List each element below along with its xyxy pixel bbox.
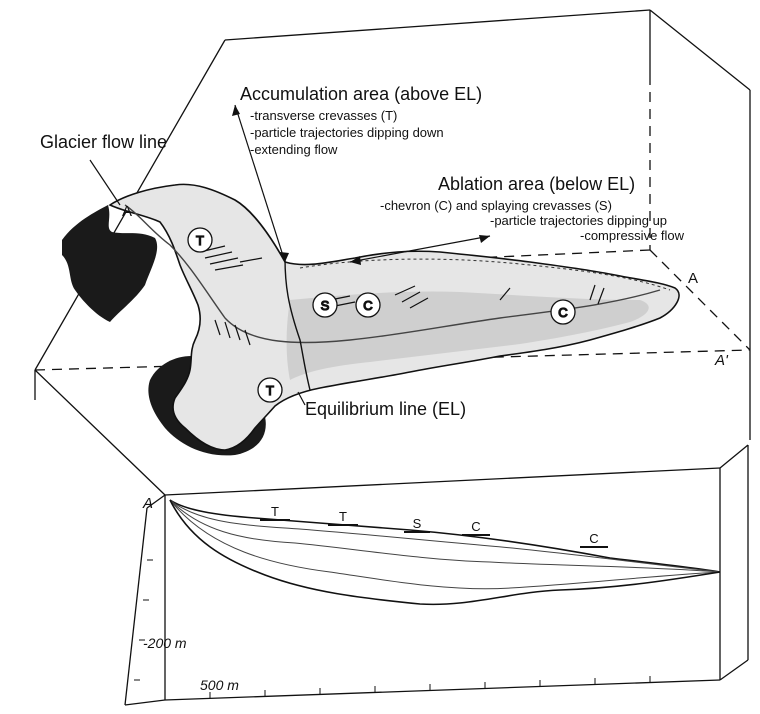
accumulation-title: Accumulation area (above EL) <box>240 84 482 104</box>
ablation-item: -particle trajectories dipping up <box>490 213 667 228</box>
equilibrium-label: Equilibrium line (EL) <box>305 399 466 419</box>
point-a-upper: A <box>122 203 132 220</box>
section-marker-t2: T <box>328 509 358 525</box>
ablation-title: Ablation area (below EL) <box>438 174 635 194</box>
equilibrium-leader <box>298 392 305 405</box>
marker-t-upper: T <box>188 228 212 252</box>
marker-t-lower: T <box>258 378 282 402</box>
svg-text:T: T <box>339 509 347 524</box>
ice-surface-line <box>170 500 720 572</box>
ablation-arrowhead-right <box>479 235 490 243</box>
section-bed <box>170 500 720 604</box>
svg-text:S: S <box>321 298 330 313</box>
section-marker-t1: T <box>260 504 290 520</box>
ablation-item: -chevron (C) and splaying crevasses (S) <box>380 198 612 213</box>
svg-text:T: T <box>271 504 279 519</box>
marker-c-middle: C <box>356 293 380 317</box>
svg-text:C: C <box>471 519 480 534</box>
point-a-right: A <box>688 270 698 287</box>
accumulation-item: -transverse crevasses (T) <box>250 108 397 123</box>
flow-line-label: Glacier flow line <box>40 132 167 152</box>
dark-terrain-north <box>62 205 157 322</box>
svg-text:C: C <box>558 305 567 320</box>
section-marker-c1: C <box>462 519 490 535</box>
flow-line-leader <box>90 160 120 205</box>
point-a-prime: A' <box>714 352 729 369</box>
scale-vertical-label: -200 m <box>143 635 187 651</box>
point-a-section: A <box>142 495 153 512</box>
svg-text:T: T <box>196 233 204 248</box>
svg-text:C: C <box>589 531 598 546</box>
marker-c-right: C <box>551 300 575 324</box>
accumulation-item: -extending flow <box>250 142 338 157</box>
cross-section: A T T S C C <box>134 495 720 698</box>
section-layer-3 <box>170 500 720 589</box>
svg-text:T: T <box>266 383 274 398</box>
svg-text:C: C <box>363 298 372 313</box>
ablation-item: -compressive flow <box>580 228 685 243</box>
marker-s: S <box>313 293 337 317</box>
section-marker-c2: C <box>580 531 608 547</box>
accumulation-item: -particle trajectories dipping down <box>250 125 444 140</box>
svg-text:S: S <box>413 516 422 531</box>
scale-horizontal-label: 500 m <box>200 677 239 693</box>
